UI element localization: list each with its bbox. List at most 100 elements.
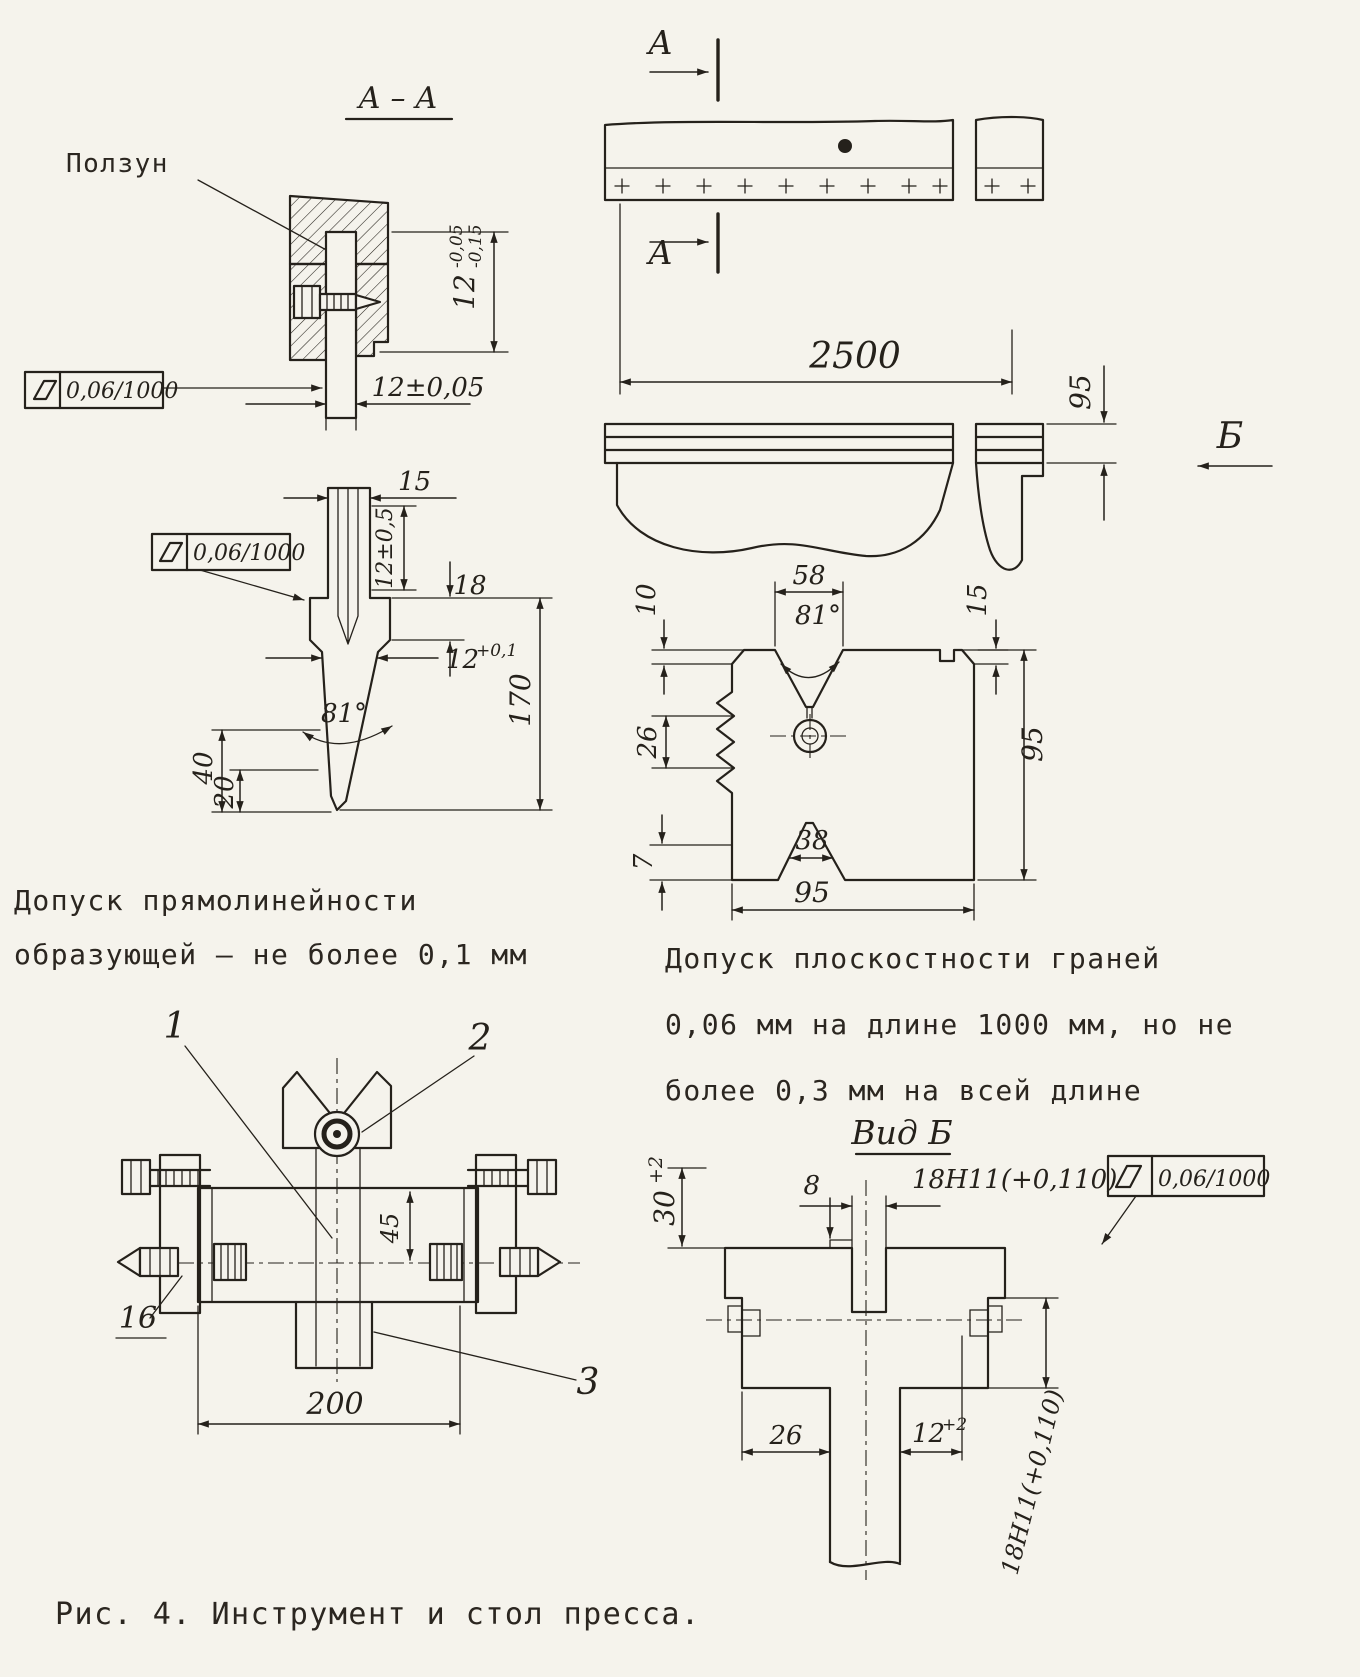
tip-20-dim-text: 20	[210, 775, 240, 809]
view-beam: А А 2500 95 Б	[603, 23, 1273, 571]
washer-lines	[436, 1243, 458, 1281]
t-slot-grooves	[727, 1239, 1003, 1337]
tang-width-dim-text: 12±0,05	[372, 373, 485, 403]
flatness-parallelogram-icon	[158, 541, 184, 563]
groove-tol: +2	[942, 1415, 967, 1435]
bolt-threads	[475, 1169, 517, 1187]
callout-16: 16	[119, 1301, 157, 1336]
side-slot-extension-lines	[987, 1297, 1059, 1389]
die-width-extension-lines	[731, 883, 975, 921]
beam-front-edge-strips	[603, 422, 1045, 465]
bolt-position-cross-marks	[614, 178, 1036, 194]
groove-angle-arc	[780, 661, 840, 679]
screw-facets	[149, 1247, 171, 1277]
notes: Допуск прямолинейности образующей – не б…	[14, 884, 1234, 1107]
tolerance-frame-3-value: 0,06/1000	[1158, 1167, 1270, 1192]
punch-slot-lines	[337, 487, 359, 645]
bottom-step-dim-text: 7	[629, 853, 659, 870]
groove-angle-text: 81°	[795, 601, 841, 631]
clamp-right-section	[354, 262, 390, 358]
top-step-dim-text: 10	[632, 583, 662, 616]
bolt-shaft	[466, 1168, 530, 1188]
flatness-parallelogram-icon	[1114, 1164, 1143, 1189]
washer-lines	[220, 1243, 242, 1281]
clamp-bolt	[292, 284, 382, 320]
groove-width-dim-text: 58	[792, 561, 825, 591]
pivot-boss-ring	[321, 1118, 353, 1150]
tolerance-frame-1-box	[23, 370, 165, 410]
slot-width-extension-lines	[851, 1195, 887, 1249]
tip-angle-arc	[302, 725, 393, 745]
tolerance-frame-2-leader	[199, 569, 305, 601]
right-bracket	[474, 1153, 518, 1315]
right-step-dim-text: 15	[963, 583, 993, 616]
holder-body-outline	[196, 1186, 480, 1304]
table-body-break-right	[974, 461, 1045, 571]
bolt-head-facets	[301, 285, 313, 319]
polzun-label: Ползун	[66, 149, 169, 179]
view-b-title: Вид Б	[850, 1113, 952, 1152]
flatness-note-line2: 0,06 мм на длине 1000 мм, но не	[665, 1008, 1234, 1041]
holder-body-inner-walls	[211, 1187, 465, 1303]
bolt-head	[526, 1158, 558, 1196]
shoulder-extension-lines	[391, 597, 553, 641]
punch-tang-section	[324, 230, 358, 420]
callout-leader-lines	[149, 1045, 577, 1381]
tolerance-frame-3-box	[1106, 1154, 1266, 1198]
tongue-break-line	[828, 1560, 902, 1568]
tolerance-frame-2-box	[150, 532, 292, 572]
left-cone-screw	[116, 1242, 248, 1282]
die-apex-slit	[806, 706, 813, 719]
slot-width-extension-lines	[379, 231, 509, 353]
bolt-head-facets	[130, 1159, 142, 1195]
slot-depth-nominal: 30	[648, 1190, 681, 1226]
right-upper-bolt	[466, 1158, 558, 1196]
length-extension-lines	[619, 203, 1013, 395]
right-cone-screw	[428, 1242, 562, 1282]
flatness-note-line3: более 0,3 мм на всей длине	[665, 1074, 1142, 1107]
center-plate-lines	[315, 1147, 361, 1367]
top-step-extension-lines	[651, 649, 745, 665]
view-punch: 0,06/1000 15 12±0,5 18 12 +0,1 81° 170 4…	[150, 467, 553, 813]
view-section-aa: А – А Ползун 12 -0,05 -0,15 12±0,05	[23, 81, 509, 431]
straightness-note-line1: Допуск прямолинейности	[14, 884, 418, 917]
slot-depth-dim-text: 12±0,5	[373, 507, 398, 588]
view-mark-b: Б	[1216, 416, 1243, 457]
cone-tip	[536, 1246, 562, 1278]
table-section-outline	[723, 1246, 1007, 1564]
screw-body	[138, 1246, 180, 1278]
side-26-dim-text: 26	[633, 725, 663, 759]
left-offset-dim-text: 26	[768, 1421, 802, 1451]
shoulder-dim-text: 18	[453, 571, 486, 601]
figure-caption: Рис. 4. Инструмент и стол пресса.	[55, 1597, 701, 1632]
depth-45-dim-text: 45	[376, 1213, 404, 1245]
length-dim-text: 2500	[808, 336, 901, 377]
bolt-shaft	[318, 292, 358, 312]
punch-outline	[308, 486, 392, 812]
slot-width-nominal: 12	[448, 274, 481, 310]
callout-2: 2	[468, 1018, 492, 1059]
callout-1: 1	[164, 1006, 187, 1047]
slot-depth-extension-lines	[371, 505, 417, 591]
section-aa-title: А – А	[356, 81, 438, 116]
height-extension-lines	[1046, 423, 1117, 464]
tolerance-frame-2-value: 0,06/1000	[193, 541, 305, 566]
slot-width-tol-upper: -0,05	[447, 224, 467, 268]
tang-width-extension-lines	[325, 417, 357, 431]
flatness-parallelogram-icon	[32, 379, 58, 401]
left-upper-bolt	[120, 1158, 212, 1196]
work-width-tol: +0,1	[476, 641, 517, 661]
tip-40-dim-text: 40	[189, 751, 219, 785]
width-200-extension-lines	[197, 1305, 461, 1435]
side-26-extension-lines	[651, 715, 735, 769]
bolt-head	[292, 284, 322, 320]
die-width-dim-text: 95	[794, 876, 830, 909]
bottom-step-extension-lines	[649, 844, 733, 881]
tip-extension-lines	[211, 729, 332, 813]
step-8-dim-text: 8	[803, 1171, 820, 1201]
beam-hole-dot	[838, 139, 852, 153]
height-dim-text: 95	[1064, 374, 1097, 410]
straightness-note-line2: образующей – не более 0,1 мм	[14, 938, 528, 971]
die-height-extension-lines	[977, 649, 1037, 881]
